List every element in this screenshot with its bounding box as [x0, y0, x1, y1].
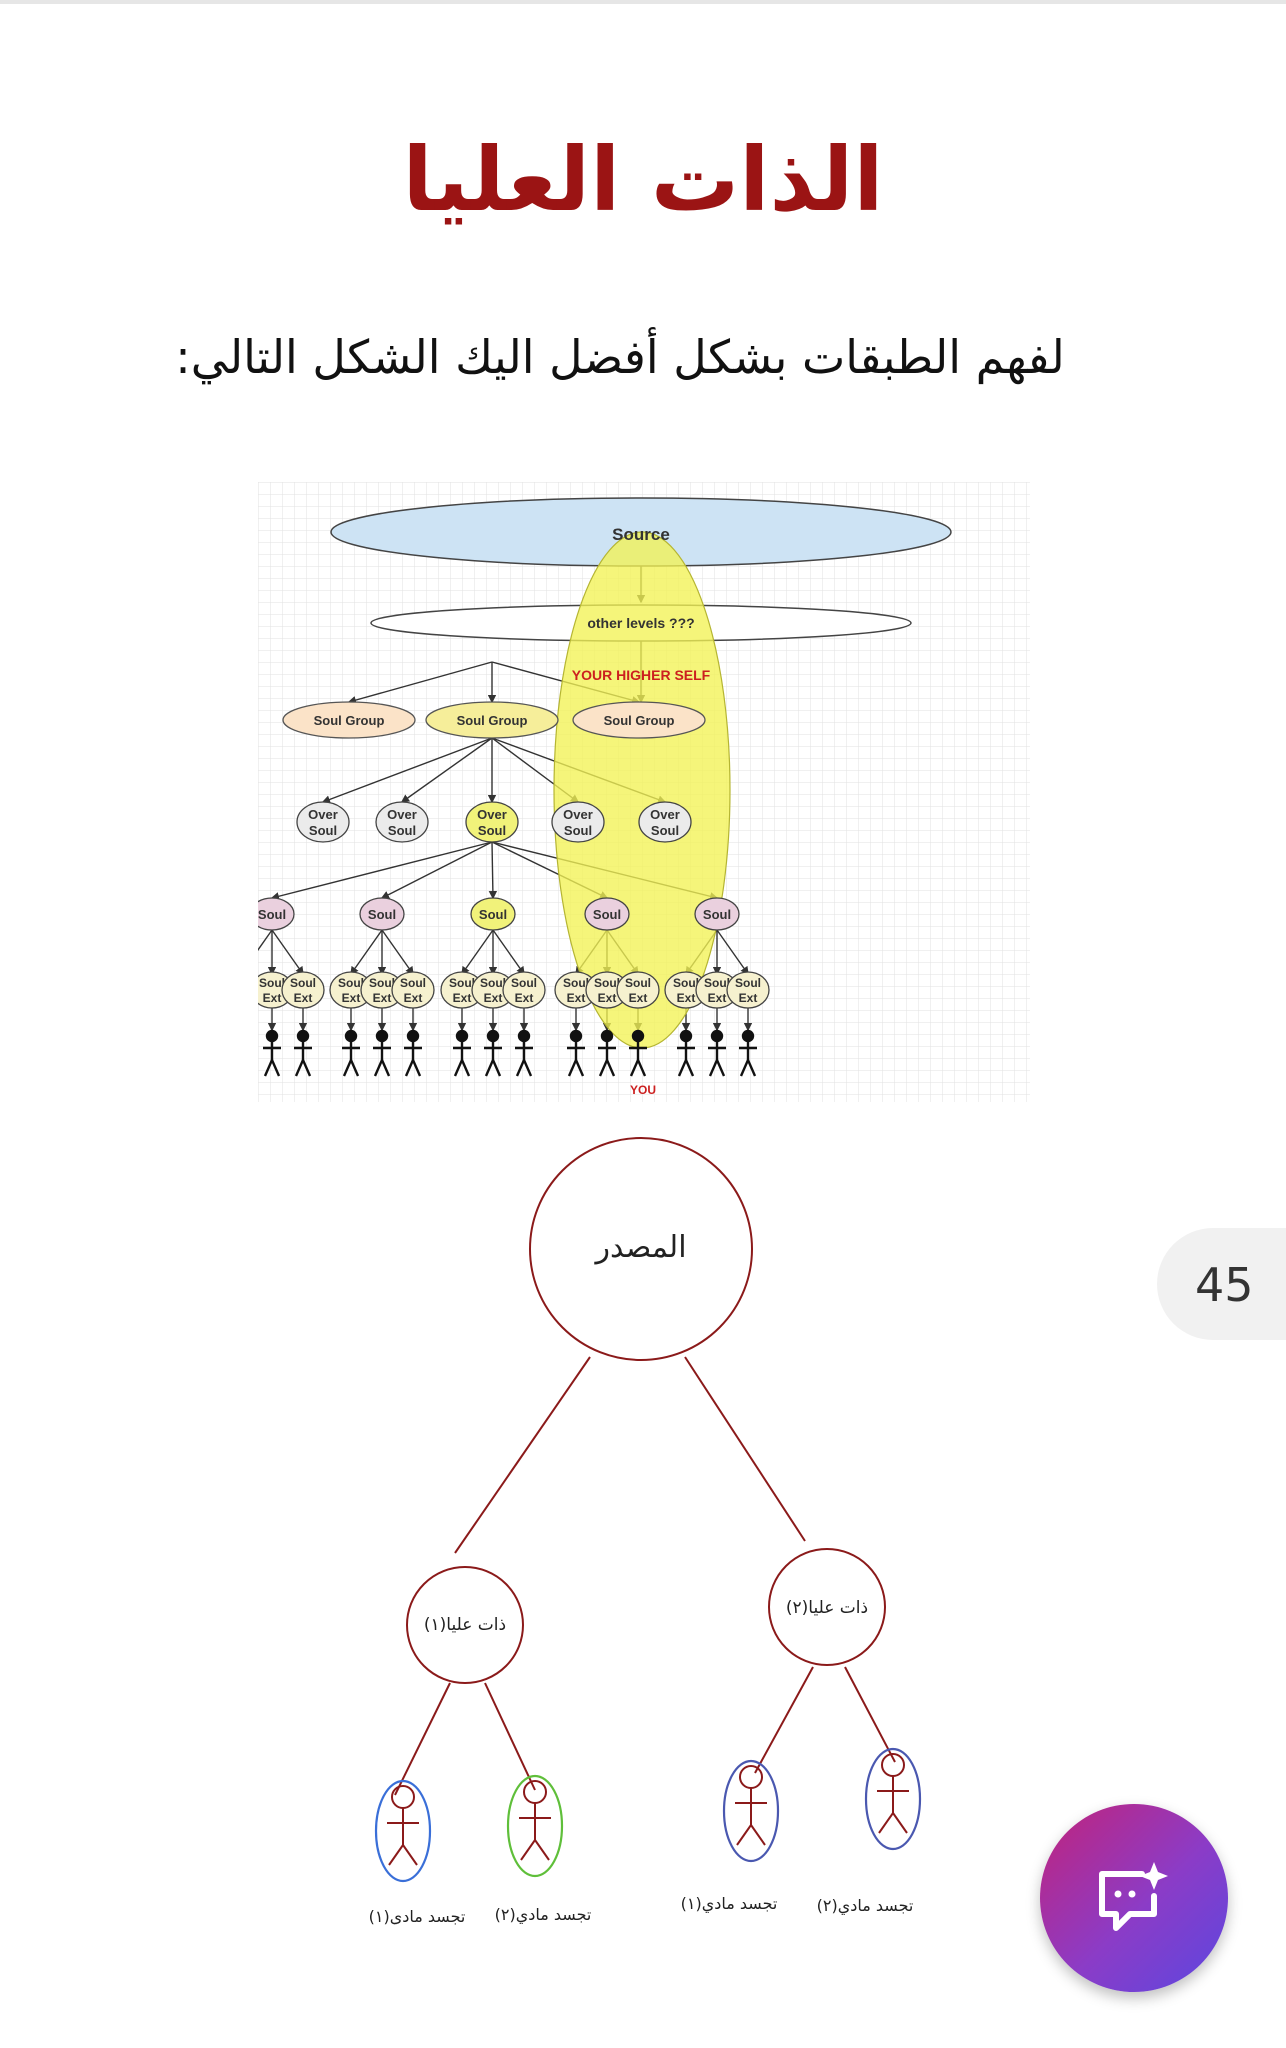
soul-node: Soul: [479, 907, 507, 922]
source-tree-diagram: المصدر ذات عليا(١) ذات عليا(٢) تجسد مادي…: [369, 1137, 922, 1925]
source-label: Source: [612, 525, 670, 544]
over-soul-node-line2: Soul: [564, 823, 592, 838]
soul-ext-node: Soul: [594, 976, 620, 990]
soul-group-node: Soul Group: [604, 713, 675, 728]
over-soul-node: Over: [563, 807, 593, 822]
soul-ext-node: Soul: [259, 976, 285, 990]
ai-chat-button[interactable]: [1040, 1804, 1228, 1992]
over-soul-node-line2: Soul: [388, 823, 416, 838]
higher-self-2-label: ذات عليا(٢): [786, 1598, 868, 1618]
higher-self-label: YOUR HIGHER SELF: [572, 667, 711, 683]
person-figure: [739, 1029, 757, 1077]
soul-ext-node-line2: Ext: [677, 991, 696, 1005]
soul-ext-node: Soul: [735, 976, 761, 990]
over-soul-node-line2: Soul: [651, 823, 679, 838]
soul-ext-node: Soul: [400, 976, 426, 990]
soul-ext-node-line2: Ext: [739, 991, 758, 1005]
soul-ext-node-line2: Ext: [567, 991, 586, 1005]
soul-ext-node-line2: Ext: [515, 991, 534, 1005]
soul-ext-node: Soul: [480, 976, 506, 990]
soul-ext-node-line2: Ext: [629, 991, 648, 1005]
person-figure: [453, 1029, 471, 1077]
soul-ext-node-line2: Ext: [373, 991, 392, 1005]
incarnation-figure: [722, 1759, 780, 1863]
soul-node: Soul: [703, 907, 731, 922]
higher-self-1-label: ذات عليا(١): [424, 1615, 506, 1635]
page-subtitle: لفهم الطبقات بشكل أفضل اليك الشكل التالي…: [175, 330, 1065, 384]
over-soul-node: Over: [308, 807, 338, 822]
top-divider: [0, 0, 1286, 4]
soul-group-node: Soul Group: [457, 713, 528, 728]
person-figure: [677, 1029, 695, 1077]
soul-node: Soul: [368, 907, 396, 922]
over-soul-node: Over: [650, 807, 680, 822]
person-figure: [342, 1029, 360, 1077]
soul-ext-node: Soul: [449, 976, 475, 990]
soul-ext-node: Soul: [673, 976, 699, 990]
soul-ext-node-line2: Ext: [598, 991, 617, 1005]
soul-ext-node: Soul: [625, 976, 651, 990]
incarnation-label: تجسد مادي(٢): [495, 1905, 592, 1925]
person-figure: [708, 1029, 726, 1077]
person-figure: [263, 1029, 281, 1077]
soul-ext-node-line2: Ext: [484, 991, 503, 1005]
incarnation-label: تجسد مادي(١): [369, 1907, 466, 1925]
soul-ext-node: Soul: [369, 976, 395, 990]
incarnation-label: تجسد مادي(١): [681, 1894, 778, 1914]
over-soul-node-line2: Soul: [478, 823, 506, 838]
you-label: YOU: [630, 1083, 656, 1097]
soul-node: Soul: [258, 907, 286, 922]
soul-group-node: Soul Group: [314, 713, 385, 728]
over-soul-node-line2: Soul: [309, 823, 337, 838]
soul-node: Soul: [593, 907, 621, 922]
person-figure: [294, 1029, 312, 1077]
incarnation-figure: [374, 1779, 432, 1883]
soul-ext-node: Soul: [563, 976, 589, 990]
soul-ext-node: Soul: [704, 976, 730, 990]
soul-ext-node-line2: Ext: [294, 991, 313, 1005]
soul-ext-node-line2: Ext: [342, 991, 361, 1005]
page-number-badge: 45: [1157, 1228, 1286, 1340]
page-number: 45: [1195, 1258, 1254, 1312]
soul-ext-node: Soul: [290, 976, 316, 990]
soul-ext-node: Soul: [511, 976, 537, 990]
sparkle-chat-icon: [1099, 1862, 1168, 1931]
soul-ext-node: Soul: [338, 976, 364, 990]
over-soul-node: Over: [477, 807, 507, 822]
other-levels-label: other levels ???: [587, 615, 694, 631]
incarnation-figure: [506, 1774, 564, 1878]
source-node-label: المصدر: [593, 1230, 686, 1265]
person-figure: [404, 1029, 422, 1077]
incarnation-label: تجسد مادي(٢): [817, 1896, 914, 1916]
over-soul-node: Over: [387, 807, 417, 822]
soul-ext-node-line2: Ext: [453, 991, 472, 1005]
person-figure: [484, 1029, 502, 1077]
page-title: الذات العليا: [402, 128, 884, 231]
soul-ext-node-line2: Ext: [263, 991, 282, 1005]
person-figure: [629, 1029, 647, 1077]
person-figure: [373, 1029, 391, 1077]
person-figure: [515, 1029, 533, 1077]
person-figure: [567, 1029, 585, 1077]
soul-ext-node-line2: Ext: [404, 991, 423, 1005]
person-figure: [598, 1029, 616, 1077]
incarnation-figure: [864, 1747, 922, 1851]
soul-ext-node-line2: Ext: [708, 991, 727, 1005]
